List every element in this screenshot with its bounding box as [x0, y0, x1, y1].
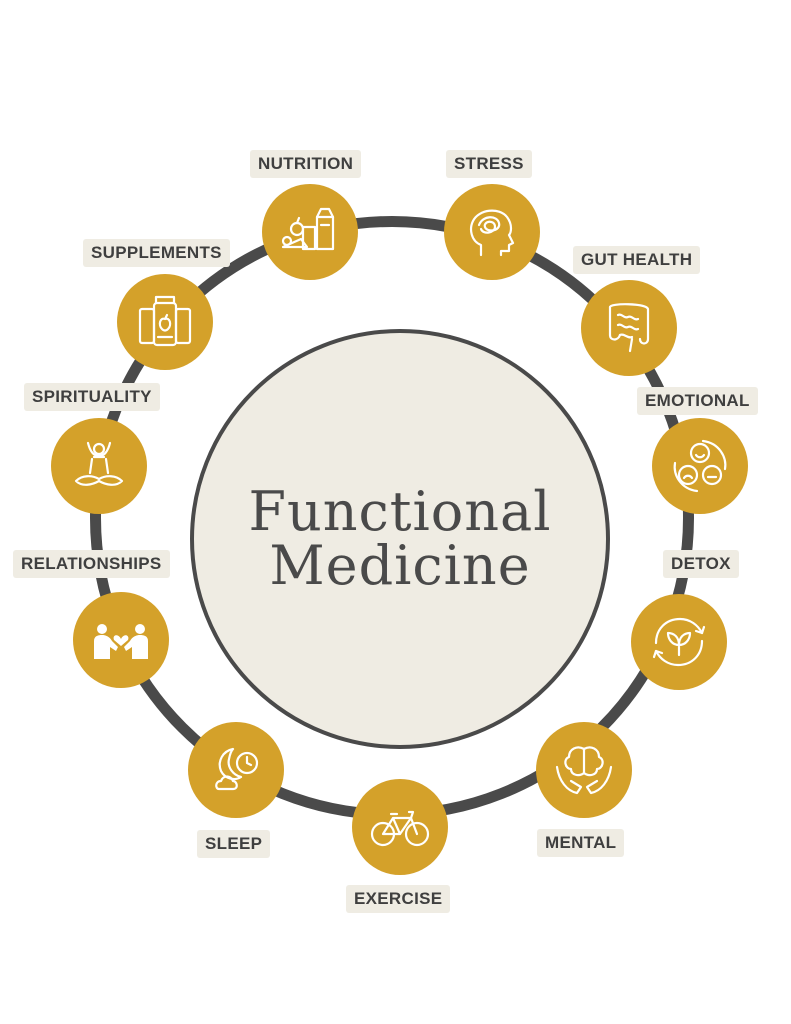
stress-node: [444, 184, 540, 280]
emotional-node: [652, 418, 748, 514]
mental-label: MENTAL: [537, 829, 625, 857]
people-heart-icon: [94, 624, 148, 659]
supplements-label: SUPPLEMENTS: [83, 239, 230, 267]
spirituality-node: [51, 418, 147, 514]
supplement-jars-icon: [138, 295, 192, 347]
sleep-label: SLEEP: [197, 830, 271, 858]
exercise-label: EXERCISE: [346, 885, 451, 913]
sleep-node: [188, 722, 284, 818]
tangled-head-icon: [470, 209, 515, 257]
moon-clock-icon: [215, 747, 259, 791]
relationships-label: RELATIONSHIPS: [13, 550, 170, 578]
emotion-faces-icon: [673, 439, 727, 493]
leaf-cycle-icon: [652, 617, 706, 667]
meditation-icon: [74, 441, 124, 486]
supplements-node: [117, 274, 213, 370]
center-title-line1: Functional: [248, 480, 552, 543]
exercise-node: [352, 779, 448, 875]
center-title-line2: Medicine: [269, 534, 531, 597]
stress-label: STRESS: [446, 150, 532, 178]
relationships-node: [73, 592, 169, 688]
brain-hands-icon: [555, 746, 613, 795]
detox-node: [631, 594, 727, 690]
food-icon: [281, 207, 335, 251]
intestines-icon: [608, 303, 650, 353]
gut-health-label: GUT HEALTH: [573, 246, 701, 274]
center-circle: Functional Medicine: [190, 329, 610, 749]
nutrition-node: [262, 184, 358, 280]
nutrition-label: NUTRITION: [250, 150, 362, 178]
spirituality-label: SPIRITUALITY: [24, 383, 160, 411]
bicycle-icon: [370, 810, 430, 847]
gut-health-node: [581, 280, 677, 376]
detox-label: DETOX: [663, 550, 739, 578]
mental-node: [536, 722, 632, 818]
emotional-label: EMOTIONAL: [637, 387, 758, 415]
